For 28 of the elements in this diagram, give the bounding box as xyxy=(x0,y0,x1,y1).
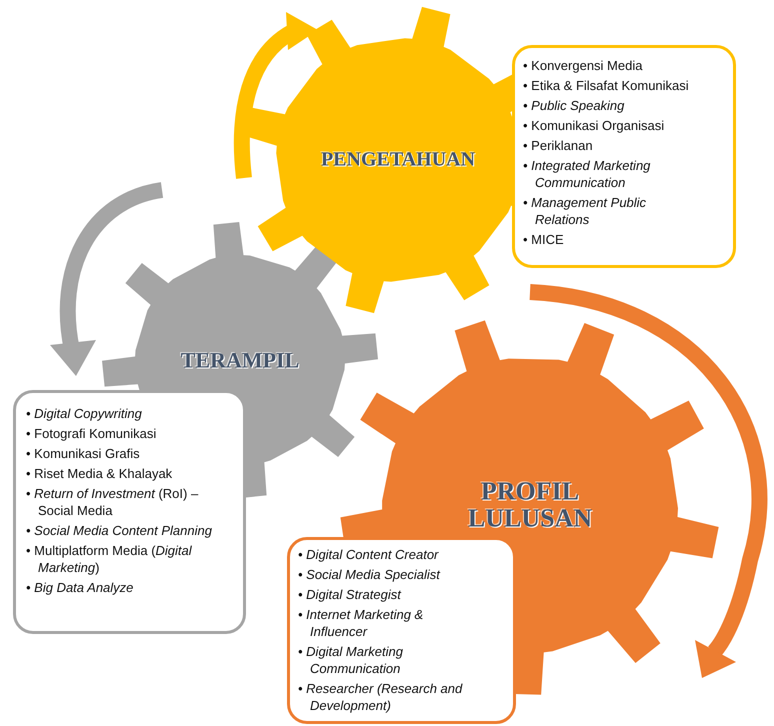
list-item: • Internet Marketing & Influencer xyxy=(298,606,424,640)
gear-label: TERAMPIL xyxy=(180,348,300,372)
list-card xyxy=(13,390,246,634)
list-item: • Big Data Analyze xyxy=(26,579,134,596)
list-item: • Digital Copywriting xyxy=(26,405,143,422)
list-item: • Management Public Relations xyxy=(523,194,648,228)
list-item: • Digital Marketing Communication xyxy=(298,643,404,677)
list-item: • Komunikasi Grafis xyxy=(26,445,141,462)
list-item: • Digital Content Creator xyxy=(298,546,440,563)
list-item: • Multiplatform Media (Digital Marketing) xyxy=(26,542,193,576)
list-card xyxy=(512,45,736,268)
gear-label: PROFIL LULUSAN xyxy=(466,478,594,532)
list-item: • Etika & Filsafat Komunikasi xyxy=(523,77,690,94)
list-item: • Riset Media & Khalayak xyxy=(26,465,174,482)
gear-label: PENGETAHUAN xyxy=(320,150,476,170)
list-item: • Digital Strategist xyxy=(298,586,402,603)
list-item: • Return of Investment (RoI) – Social Media xyxy=(26,485,200,519)
list-item: • Periklanan xyxy=(523,137,594,154)
list-item: • Fotografi Komunikasi xyxy=(26,425,158,442)
list-item: • MICE xyxy=(523,231,565,248)
list-item: • Integrated Marketing Communication xyxy=(523,157,652,191)
list-item: • Public Speaking xyxy=(523,97,626,114)
list-item: • Konvergensi Media xyxy=(523,57,644,74)
list-card xyxy=(287,537,516,724)
list-item: • Social Media Content Planning xyxy=(26,522,213,539)
list-item: • Social Media Specialist xyxy=(298,566,442,583)
list-item: • Researcher (Research and Development) xyxy=(298,680,464,714)
list-item: • Komunikasi Organisasi xyxy=(523,117,666,134)
